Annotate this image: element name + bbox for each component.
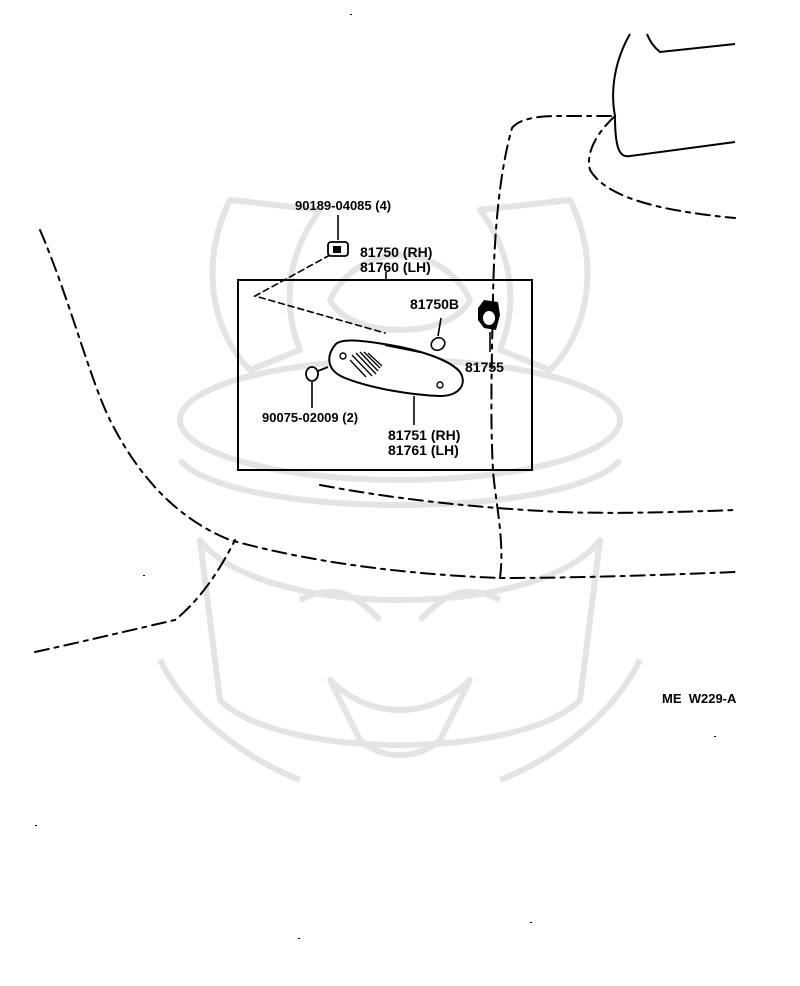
lamp-lens-icon xyxy=(328,339,464,425)
label-bolt-part-number: 90189-04085 (4) xyxy=(295,198,391,213)
detail-box xyxy=(237,279,533,471)
label-socket-part-number: 81750B xyxy=(410,296,459,312)
diagram-code: ME W229-A xyxy=(662,691,737,706)
samurai-mask-watermark-icon xyxy=(157,197,643,783)
bulb-holder-icon xyxy=(478,300,500,352)
label-screw-part-number: 90075-02009 (2) xyxy=(262,410,358,425)
label-lamp-assy-lh: 81760 (LH) xyxy=(360,259,431,275)
label-lens-lh: 81761 (LH) xyxy=(388,442,459,458)
bolt-icon xyxy=(327,215,349,257)
screw-icon xyxy=(305,366,329,408)
scan-specks xyxy=(35,14,716,939)
bulb-icon xyxy=(430,317,446,352)
leader-line-bolt xyxy=(252,254,386,334)
label-lens-rh: 81751 (RH) xyxy=(388,427,460,443)
vehicle-body-outline xyxy=(34,33,736,653)
label-bulb-holder-part-number: 81755 xyxy=(465,359,504,375)
label-lamp-assy-rh: 81750 (RH) xyxy=(360,244,432,260)
